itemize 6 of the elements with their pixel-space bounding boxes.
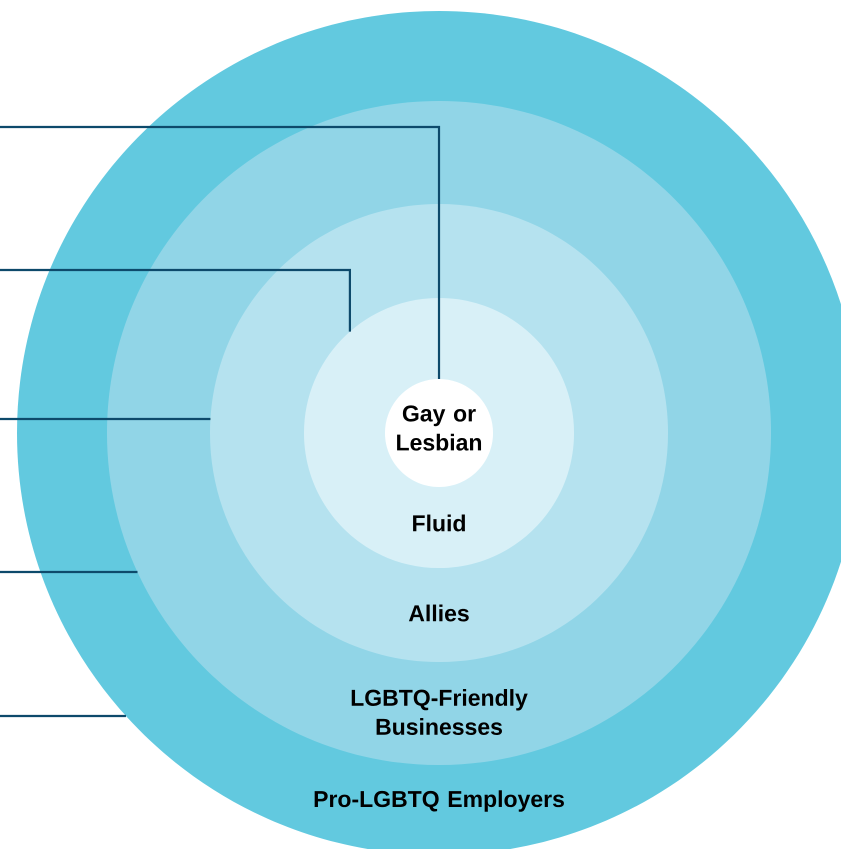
- leader-line: [0, 126, 440, 379]
- ring: Gay or Lesbian: [385, 379, 493, 487]
- leader-line: [0, 714, 126, 718]
- leader-line: [0, 418, 210, 420]
- leader-line: [0, 268, 351, 332]
- leader-line: [0, 570, 138, 574]
